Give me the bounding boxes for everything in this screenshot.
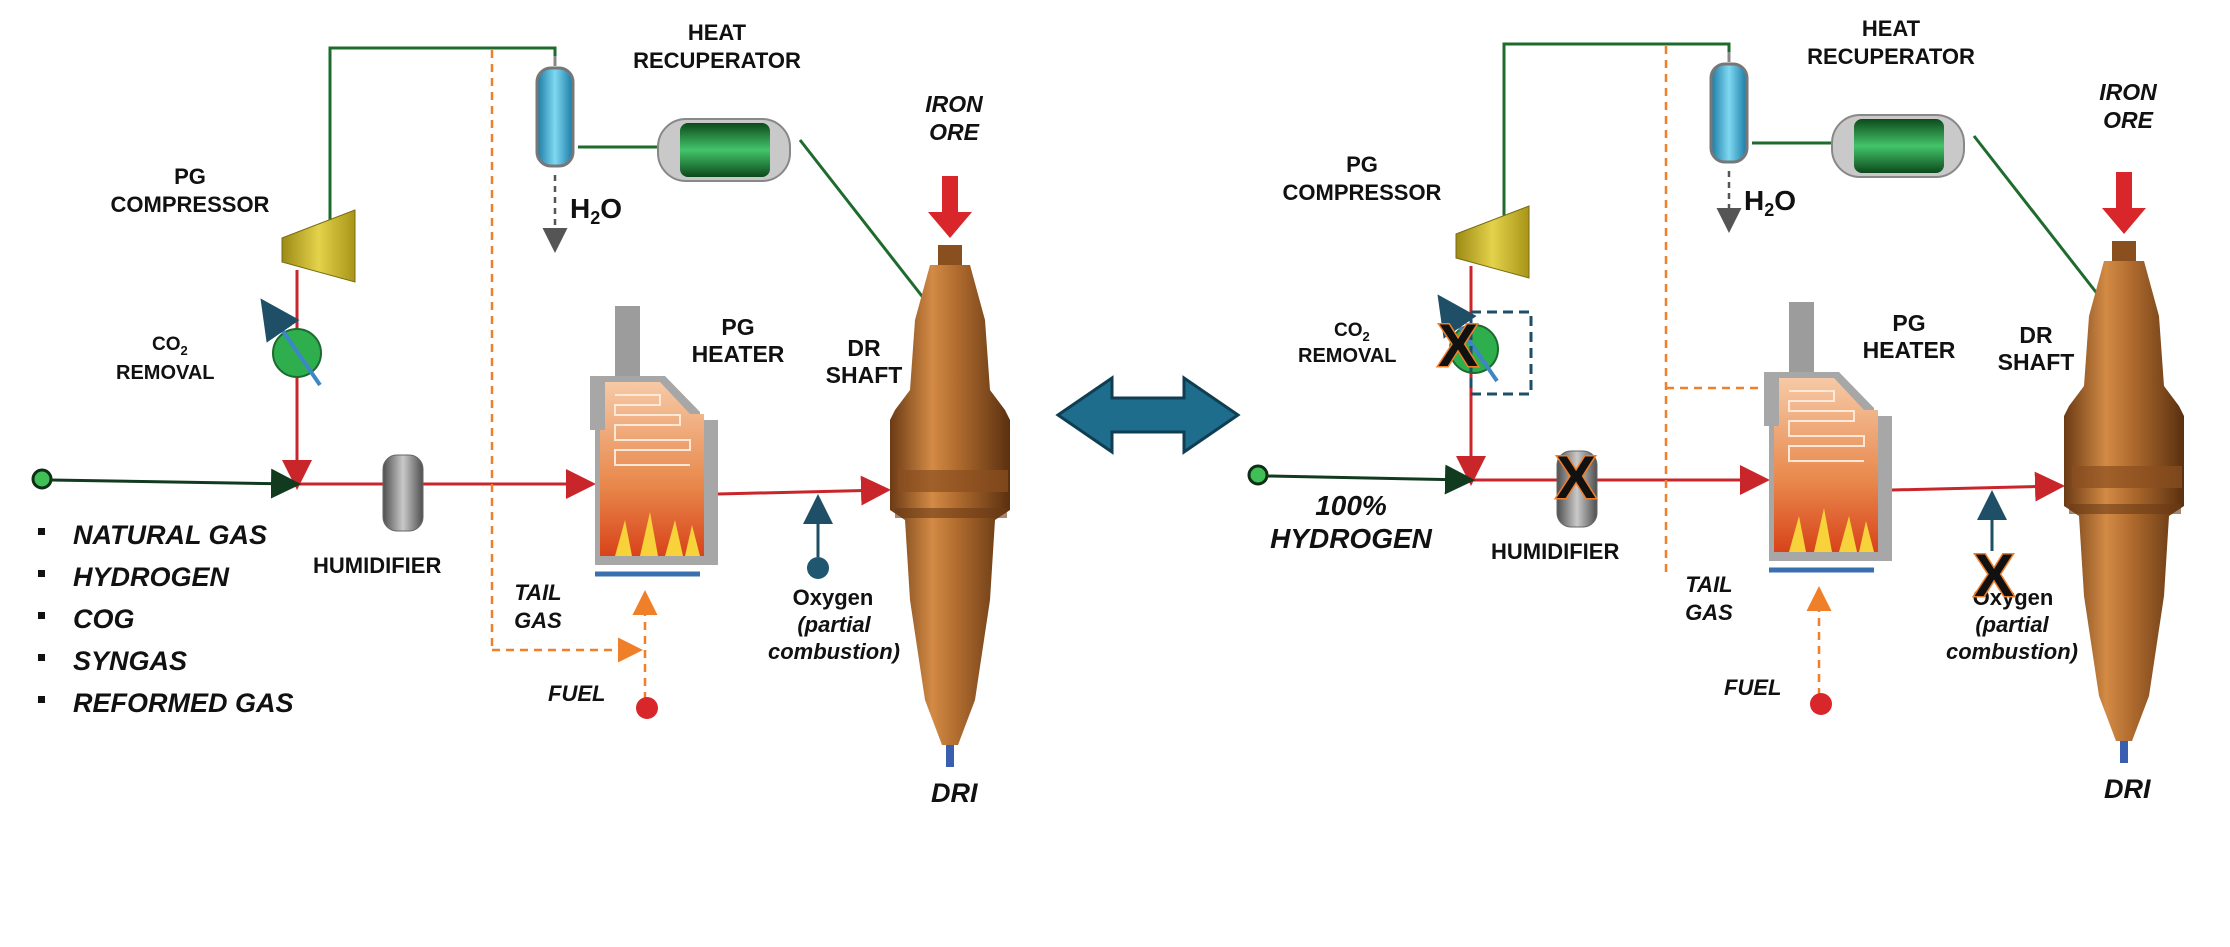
co2-removal-bypass-box [1469, 310, 1533, 396]
heater-to-shaft-line [717, 475, 891, 506]
scrubber-vessel [1709, 52, 1749, 164]
co2-removal-arrow [260, 298, 322, 387]
top-gas-line [1972, 135, 2101, 297]
heat-recuperator-exchanger [1831, 114, 1965, 178]
dri-label: DRI [2104, 774, 2151, 804]
pg-heater-furnace [590, 306, 718, 577]
oxygen-disabled-mark: X [1974, 542, 2014, 609]
feed-list-item: COG [73, 604, 135, 634]
iron-ore-arrow [928, 176, 972, 238]
oxygen-label: Oxygen [793, 585, 874, 610]
co2-removal-disabled-mark: X [1438, 312, 1478, 379]
heat-recuperator-exchanger [657, 118, 791, 182]
fuel-node [1810, 693, 1832, 715]
feed-inlet-node [1247, 464, 1269, 486]
fuel-label: FUEL [1724, 675, 1781, 700]
feed-line [50, 468, 301, 499]
co2-removal-label: REMOVAL [116, 362, 215, 384]
fuel-label: FUEL [548, 681, 605, 706]
pg-compressor-shape [1455, 205, 1530, 279]
feed-list-item: HYDROGEN [73, 562, 230, 592]
feed-inlet-node [31, 468, 53, 490]
co2-removal-label: REMOVAL [1298, 345, 1397, 367]
hydrogen-feed-label: 100%HYDROGEN [1270, 490, 1433, 554]
humidifier-vessel [1556, 450, 1598, 528]
dri-label: DRI [931, 778, 978, 808]
comparison-double-arrow [1055, 375, 1241, 455]
pg-compressor-shape [281, 209, 356, 283]
feed-list-item: SYNGAS [73, 646, 187, 676]
feed-gas-list: NATURAL GAS HYDROGEN COG SYNGAS REFORMED… [38, 520, 294, 718]
humidifier-disabled-mark: X [1556, 444, 1596, 511]
co2-removal-arrow [1437, 294, 1499, 383]
recycle-gas-line [1502, 42, 1731, 251]
humidifier-label: HUMIDIFIER [313, 553, 441, 578]
feed-list-item: NATURAL GAS [73, 520, 267, 550]
fuel-node [636, 697, 658, 719]
humidifier-vessel [382, 454, 424, 532]
top-gas-line [798, 139, 927, 301]
pg-heater-furnace [1764, 302, 1892, 573]
recycle-gas-line [328, 46, 557, 255]
feed-list-item: REFORMED GAS [73, 688, 294, 718]
heater-to-shaft-line [1891, 471, 2065, 502]
scrubber-vessel [535, 56, 575, 168]
h2o-label: H2O [570, 193, 622, 228]
h2o-label: H2O [1744, 185, 1796, 220]
dr-shaft-reactor [890, 245, 1010, 767]
co2-label: CO2 [1334, 320, 1370, 344]
dr-shaft-reactor [2064, 241, 2184, 763]
oxygen-label: Oxygen [1973, 585, 2054, 610]
iron-ore-arrow [2102, 172, 2146, 234]
oxygen-node [807, 557, 829, 579]
co2-label: CO2 [152, 334, 188, 358]
feed-line [1266, 464, 1475, 495]
humidifier-label: HUMIDIFIER [1491, 539, 1619, 564]
